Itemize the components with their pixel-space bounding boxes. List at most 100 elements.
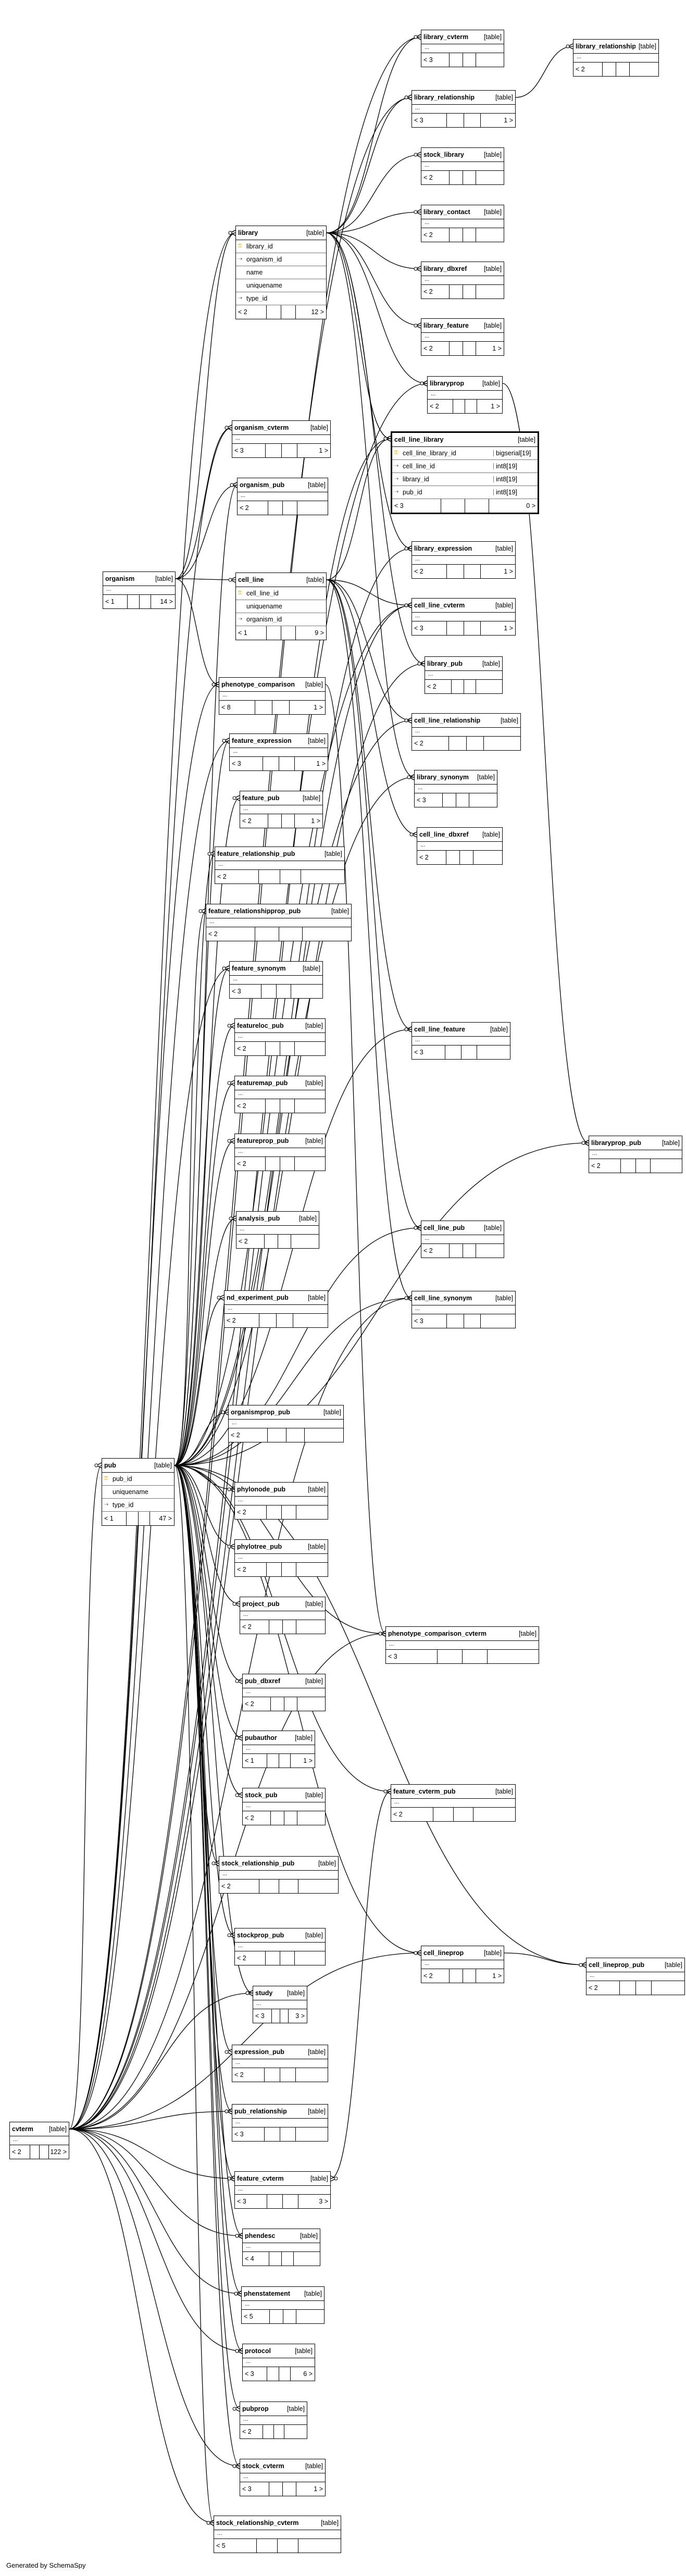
table-header[interactable]: feature_pub[table] <box>240 791 322 805</box>
children-count[interactable] <box>291 1235 319 1248</box>
parents-count[interactable]: < 1 <box>103 595 128 608</box>
parents-count[interactable]: < 2 <box>236 305 267 319</box>
table-cell-line-dbxref[interactable]: cell_line_dbxref[table]...< 2 <box>417 827 503 865</box>
parents-count[interactable]: < 1 <box>102 1512 127 1525</box>
children-count[interactable] <box>297 1811 325 1825</box>
table-name[interactable]: feature_pub <box>242 794 280 802</box>
table-name[interactable]: featureprop_pub <box>237 1137 289 1144</box>
table-header[interactable]: cell_line_cvterm[table] <box>412 599 515 613</box>
parents-count[interactable]: < 4 <box>243 2252 269 2266</box>
children-count[interactable] <box>476 1244 504 1258</box>
table-header[interactable]: library_synonym[table] <box>415 770 497 785</box>
children-count[interactable] <box>296 1620 325 1634</box>
parents-count[interactable]: < 3 <box>421 53 450 67</box>
table-phylonode-pub[interactable]: phylonode_pub[table]...< 2 <box>234 1482 328 1520</box>
parents-count[interactable]: < 2 <box>238 501 268 515</box>
table-header[interactable]: feature_cvterm[table] <box>235 2172 330 2186</box>
table-header[interactable]: project_pub[table] <box>240 1597 325 1611</box>
table-name[interactable]: libraryprop_pub <box>591 1139 641 1147</box>
parents-count[interactable]: < 2 <box>235 1951 266 1965</box>
table-name[interactable]: organismprop_pub <box>231 1409 290 1416</box>
table-name[interactable]: cell_line <box>238 576 264 583</box>
table-stock-pub[interactable]: stock_pub[table]...< 2 <box>242 1788 326 1825</box>
children-count[interactable]: 1 > <box>504 116 513 124</box>
children-count[interactable]: 1 > <box>319 446 328 454</box>
table-name[interactable]: cell_line_feature <box>414 1026 465 1033</box>
parents-count[interactable]: < 2 <box>421 342 450 355</box>
table-name[interactable]: stock_pub <box>245 1791 278 1799</box>
parents-count[interactable]: < 2 <box>573 63 603 76</box>
parents-count[interactable]: < 3 <box>230 757 263 770</box>
table-name[interactable]: phendesc <box>245 2232 276 2239</box>
parents-count[interactable]: < 5 <box>242 2310 270 2323</box>
table-cell-line-pub[interactable]: cell_line_pub[table]...< 2 <box>421 1221 504 1258</box>
children-count[interactable]: 1 > <box>303 1757 313 1764</box>
table-name[interactable]: pub_dbxref <box>245 1677 281 1685</box>
table-name[interactable]: feature_cvterm_pub <box>393 1788 456 1795</box>
table-library-cvterm[interactable]: library_cvterm[table]...< 3 <box>421 30 504 67</box>
table-name[interactable]: library_pub <box>427 660 463 667</box>
parents-count[interactable]: < 2 <box>391 1808 433 1821</box>
table-header[interactable]: library_relationship_pub[table] <box>573 40 658 54</box>
table-name[interactable]: phenotype_comparison_cvterm <box>388 1630 487 1637</box>
table-name[interactable]: cell_line_library <box>394 436 444 443</box>
parents-count[interactable]: < 3 <box>235 2195 268 2208</box>
table-featureloc-pub[interactable]: featureloc_pub[table]...< 2 <box>234 1018 326 1056</box>
children-count[interactable] <box>296 2127 328 2141</box>
table-header[interactable]: pub[table] <box>102 1459 174 1473</box>
table-name[interactable]: phylotree_pub <box>237 1543 282 1550</box>
table-header[interactable]: phenotype_comparison[table] <box>219 678 325 692</box>
table-stock-library[interactable]: stock_library[table]...< 2 <box>421 147 504 185</box>
table-name[interactable]: expression_pub <box>234 2048 284 2056</box>
table-name[interactable]: library_contact <box>423 208 470 216</box>
table-header[interactable]: library_cvterm[table] <box>421 30 504 44</box>
table-name[interactable]: project_pub <box>242 1600 280 1608</box>
table-name[interactable]: pub <box>104 1462 116 1469</box>
parents-count[interactable]: < 2 <box>235 1099 266 1113</box>
column-row[interactable]: ⇢type_id <box>102 1499 174 1512</box>
children-count[interactable]: 0 > <box>526 502 535 509</box>
parents-count[interactable]: < 1 <box>243 1754 268 1768</box>
children-count[interactable] <box>295 1099 325 1113</box>
table-header[interactable]: library_pub[table] <box>425 657 502 671</box>
children-count[interactable] <box>476 680 502 693</box>
parents-count[interactable]: < 3 <box>243 2367 268 2381</box>
parents-count[interactable]: < 5 <box>214 2539 257 2553</box>
children-count[interactable] <box>476 285 504 298</box>
children-count[interactable]: 1 > <box>504 567 513 575</box>
children-count[interactable] <box>477 1046 510 1059</box>
table-header[interactable]: feature_expression[table] <box>230 734 328 748</box>
parents-count[interactable]: < 2 <box>421 171 450 184</box>
children-count[interactable] <box>488 1650 539 1663</box>
table-header[interactable]: cell_line_dbxref[table] <box>417 828 502 842</box>
table-name[interactable]: feature_relationship_pub <box>217 850 295 857</box>
table-header[interactable]: library[table] <box>236 226 326 240</box>
table-project-pub[interactable]: project_pub[table]...< 2 <box>240 1597 326 1634</box>
children-count[interactable]: 1 > <box>316 760 326 767</box>
table-header[interactable]: cell_line[table] <box>236 573 326 587</box>
parents-count[interactable]: < 2 <box>425 680 452 693</box>
column-row[interactable]: uniquename <box>102 1486 174 1499</box>
children-count[interactable]: 1 > <box>492 1972 502 1980</box>
table-header[interactable]: cell_lineprop_pub[table] <box>587 1958 684 1972</box>
children-count[interactable] <box>295 1042 325 1055</box>
table-name[interactable]: featuremap_pub <box>237 1079 288 1087</box>
children-count[interactable] <box>651 1159 682 1173</box>
table-cell-line-feature[interactable]: cell_line_feature[table]...< 3 <box>411 1022 510 1060</box>
table-phenstatement[interactable]: phenstatement[table]...< 5 <box>241 2286 325 2324</box>
parents-count[interactable]: < 2 <box>232 2068 265 2082</box>
table-header[interactable]: featuremap_pub[table] <box>235 1076 325 1090</box>
table-header[interactable]: organism_cvterm[table] <box>232 421 330 435</box>
parents-count[interactable]: < 3 <box>412 1046 445 1059</box>
children-count[interactable]: 1 > <box>314 2485 323 2493</box>
children-count[interactable] <box>481 1314 515 1328</box>
children-count[interactable] <box>652 1981 684 1995</box>
parents-count[interactable]: < 2 <box>240 2425 263 2438</box>
children-count[interactable] <box>473 851 502 864</box>
table-name[interactable]: cell_line_dbxref <box>419 831 469 838</box>
